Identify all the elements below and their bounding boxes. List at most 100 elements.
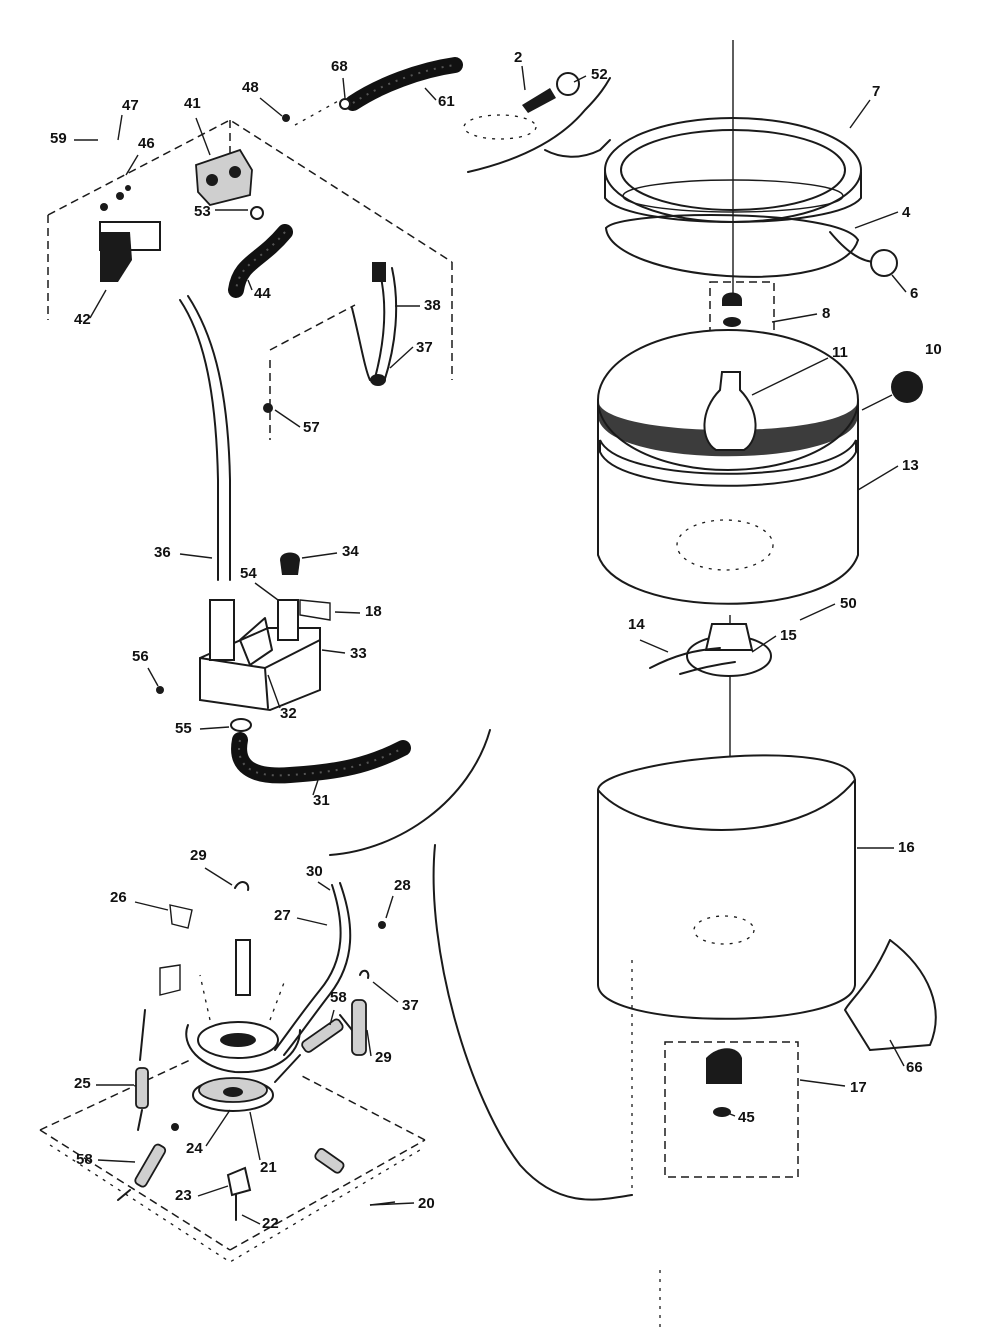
leader-c66	[889, 1039, 905, 1067]
callout-c8: 8	[822, 305, 830, 322]
leader-c41	[195, 117, 211, 156]
callout-c45: 45	[738, 1109, 755, 1126]
leader-c36	[179, 553, 213, 559]
leader-c37b	[372, 981, 399, 1003]
leader-c8	[771, 313, 818, 323]
part-25-spring	[135, 1009, 149, 1131]
callout-c22: 22	[262, 1215, 279, 1232]
callout-c53: 53	[194, 203, 211, 220]
callout-c42: 42	[74, 311, 91, 328]
leader-c42	[89, 289, 107, 319]
leader-c68	[342, 77, 346, 99]
callout-c15: 15	[780, 627, 797, 644]
leader-c6	[891, 274, 907, 293]
part-42-switch	[99, 185, 161, 282]
callout-c25: 25	[74, 1075, 91, 1092]
callout-c52: 52	[591, 66, 608, 83]
part-4-seal	[605, 214, 859, 278]
leader-c57	[274, 409, 301, 428]
callout-c58a: 58	[330, 989, 347, 1006]
leader-c14	[639, 639, 669, 653]
callout-c14: 14	[628, 616, 645, 633]
leader-c54	[254, 582, 279, 601]
callout-c46: 46	[138, 135, 155, 152]
callout-c41: 41	[184, 95, 201, 112]
callout-c31: 31	[313, 792, 330, 809]
leader-c20	[369, 1202, 415, 1206]
leader-c47	[117, 114, 123, 141]
leader-c33	[321, 649, 346, 654]
leader-c22	[241, 1214, 261, 1225]
callout-c7: 7	[872, 83, 880, 100]
leader-c23	[197, 1185, 229, 1197]
callout-c55: 55	[175, 720, 192, 737]
callout-c50a: 50	[840, 595, 857, 612]
callout-c32: 32	[280, 705, 297, 722]
leader-c21	[249, 1111, 261, 1161]
leader-c30	[317, 881, 331, 891]
callout-c18: 18	[365, 603, 382, 620]
part-44-hose	[228, 224, 293, 298]
leader-c37a	[389, 346, 414, 369]
part-10-screw	[861, 371, 923, 411]
callout-c28: 28	[394, 877, 411, 894]
part-15-hub	[649, 623, 772, 677]
callout-c11: 11	[832, 344, 848, 361]
callout-c33: 33	[350, 645, 367, 662]
leader-c50a	[799, 603, 836, 621]
leader-c13	[857, 465, 899, 491]
callout-c61: 61	[438, 93, 455, 110]
callout-c68: 68	[331, 58, 348, 75]
leader-c29b	[366, 1029, 372, 1057]
leader-c61	[424, 87, 437, 101]
part-31-hose	[231, 732, 411, 784]
leader-c44	[247, 279, 253, 291]
leader-c45	[729, 1113, 736, 1117]
callout-c37b: 37	[402, 997, 419, 1014]
callout-c27: 27	[274, 907, 291, 924]
callout-c57: 57	[303, 419, 320, 436]
leader-c58a	[329, 1009, 335, 1026]
leader-c17	[799, 1079, 846, 1087]
part-gearcase	[159, 939, 301, 1074]
leader-c24	[205, 1109, 231, 1147]
leader-c56	[147, 667, 159, 687]
part-2-plug	[522, 72, 580, 113]
leader-c27	[296, 917, 328, 926]
callout-c58b: 58	[76, 1151, 93, 1168]
callout-c24: 24	[186, 1140, 203, 1157]
part-spring-right	[314, 1147, 345, 1174]
part-33-pump	[156, 552, 331, 712]
part-58-spring-a	[274, 1014, 353, 1083]
part-41-valve	[195, 148, 264, 220]
callout-c26: 26	[110, 889, 127, 906]
part-21-pulley	[171, 1077, 274, 1131]
washer-top-panel	[463, 77, 611, 173]
callout-c56: 56	[132, 648, 149, 665]
callout-c6: 6	[910, 285, 918, 302]
part-29-clip	[234, 881, 250, 891]
callout-c48: 48	[242, 79, 259, 96]
callout-c29b: 29	[375, 1049, 392, 1066]
part-26-bracket	[169, 904, 193, 929]
callout-c20: 20	[418, 1195, 435, 1212]
part-28-nut	[378, 921, 386, 929]
callout-c34: 34	[342, 543, 359, 560]
callout-c17: 17	[850, 1079, 867, 1096]
control-frame	[47, 99, 453, 440]
leader-c7	[849, 99, 871, 129]
callout-c38: 38	[424, 297, 441, 314]
callout-c10: 10	[925, 341, 942, 358]
leader-c34	[301, 552, 338, 559]
callout-c21: 21	[260, 1159, 277, 1176]
part-17-box	[664, 1041, 799, 1178]
cabinet-edge	[329, 729, 491, 856]
leader-c48	[259, 97, 283, 117]
part-36-tube	[179, 295, 231, 581]
leader-c2	[521, 65, 526, 91]
callout-c36: 36	[154, 544, 171, 561]
leader-c46	[125, 154, 139, 176]
callout-c16: 16	[898, 839, 915, 856]
leader-c58b	[97, 1159, 136, 1163]
